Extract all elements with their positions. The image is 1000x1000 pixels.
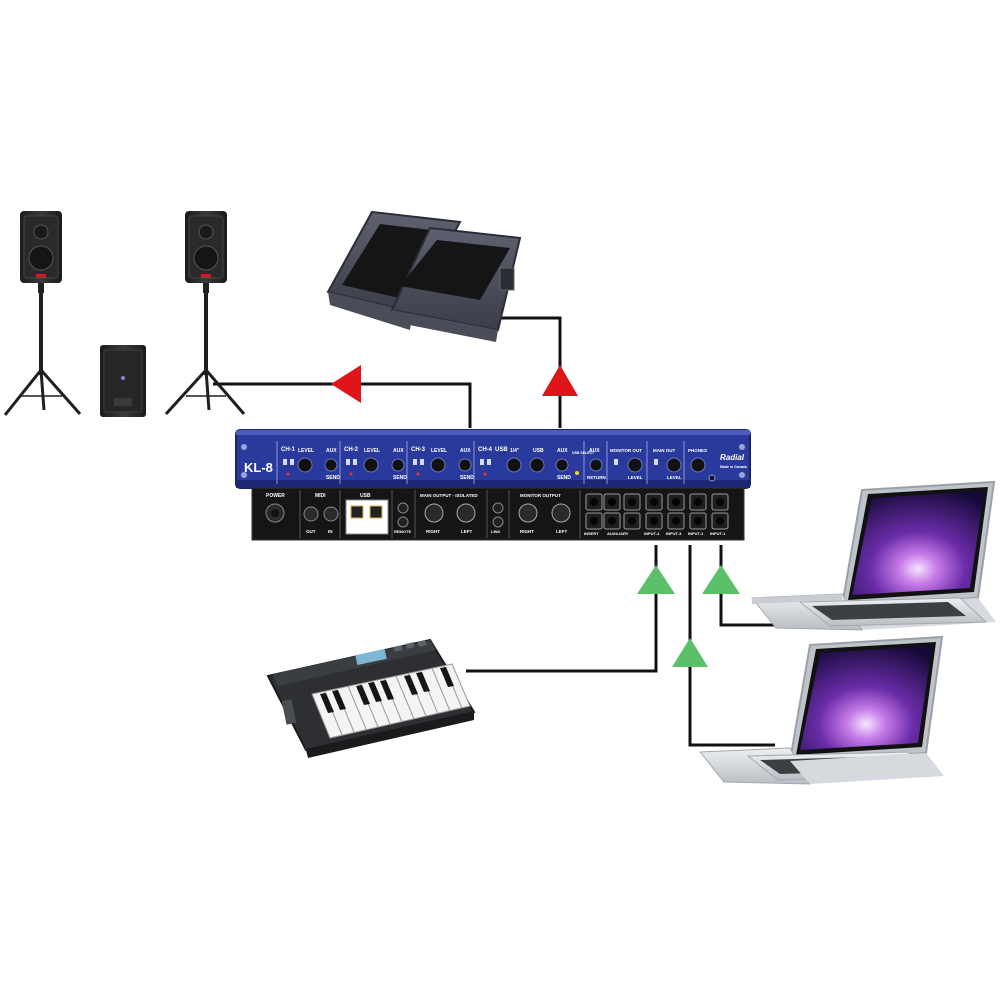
ch1-aux-label: AUX	[326, 448, 337, 454]
model-label: KL-8	[244, 460, 273, 475]
subwoofer	[100, 345, 146, 417]
front-knobs	[297, 457, 706, 473]
ch2-level-label: LEVEL	[364, 448, 380, 454]
laptop-bottom	[698, 635, 944, 785]
midi-in-port	[323, 506, 339, 522]
input-arrow-input1	[702, 565, 740, 594]
input-arrow-input2	[672, 638, 708, 667]
input4-label: INPUT-4	[644, 531, 660, 536]
usb-select-label: USB SELECT	[572, 451, 595, 455]
midi-out-label: OUT	[306, 529, 316, 534]
ch1-level-knob	[297, 457, 313, 473]
cable-laptop-to-input2	[688, 545, 775, 747]
ch4-aux-knob	[555, 458, 569, 472]
ch1-level-label: LEVEL	[298, 448, 314, 454]
main-out-label: MAIN OUT	[653, 448, 675, 453]
monitor-level-label: LEVEL	[628, 475, 643, 480]
brand-label: Radial	[720, 453, 745, 462]
midi-in-label: IN	[328, 529, 333, 534]
phones-knob	[690, 457, 706, 473]
remote-port	[397, 502, 409, 514]
aux-return-knob	[589, 458, 603, 472]
remote-label: REMOTE	[394, 529, 411, 534]
main-left-label: LEFT	[461, 529, 472, 534]
return-label: RETURN	[587, 475, 606, 480]
ch3-level-label: LEVEL	[431, 448, 447, 454]
main-right-label: RIGHT	[426, 529, 440, 534]
link-label: LINK	[491, 529, 500, 534]
link-port-1	[492, 502, 504, 514]
ch4-usb-level-label: USB	[533, 448, 544, 454]
ch1-send-label: SEND	[326, 475, 340, 481]
monitor-level-knob	[627, 457, 643, 473]
mon-right-label: RIGHT	[520, 529, 534, 534]
auxiliary-label: AUXILIARY	[607, 531, 629, 536]
ch3-aux-label: AUX	[460, 448, 471, 454]
mon-out-right-xlr	[518, 503, 538, 523]
brand-sub-label: Made in Canada	[720, 465, 747, 469]
ch4-usb-knob	[529, 457, 545, 473]
cable-monitor-out-to-wedges	[498, 316, 562, 428]
keyboard-keys	[311, 663, 471, 739]
ch2-label: CH-2	[344, 447, 359, 453]
laptop-top	[750, 480, 996, 631]
pa-speaker-left	[3, 211, 82, 416]
link-port-2	[492, 516, 504, 528]
input1-label: INPUT-1	[710, 531, 726, 536]
signal-arrows	[331, 365, 740, 667]
output-arrow-up	[542, 365, 578, 396]
ch2-aux-knob	[391, 458, 405, 472]
main-out-left-xlr	[456, 503, 476, 523]
ch3-label: CH-3	[411, 447, 426, 453]
monitor-out-label: MONITOR OUT	[610, 448, 642, 453]
usb-rear-label: USB	[360, 493, 371, 499]
pa-speaker-right	[164, 211, 246, 416]
input3-label: INPUT-3	[666, 531, 682, 536]
main-output-label: MAIN OUTPUT - ISOLATED	[420, 493, 478, 498]
ch2-aux-label: AUX	[393, 448, 404, 454]
mon-left-label: LEFT	[556, 529, 567, 534]
ch3-aux-knob	[458, 458, 472, 472]
output-arrow-left	[331, 365, 361, 403]
monitor-output-label: MONITOR OUTPUT	[520, 493, 561, 498]
phones-label: PHONES	[688, 448, 707, 453]
midi-keyboard	[266, 638, 476, 758]
cable-keyboard-to-input4	[466, 545, 658, 673]
input2-label: INPUT-2	[688, 531, 704, 536]
ch1-label: CH-1	[281, 447, 296, 453]
stage-wedge-monitors	[326, 210, 522, 342]
insert-label: INSERT	[584, 531, 599, 536]
midi-label: MIDI	[315, 493, 326, 499]
mixer-front-panel: KL-8 CH-1 CH-2 CH-3 CH-4 USB LEVEL LEVEL…	[235, 429, 751, 489]
ch3-send-label: SEND	[460, 475, 474, 481]
ch4-quarter-label: 1/4"	[510, 448, 520, 454]
aux-return-label: AUX	[589, 448, 600, 454]
ch3-level-knob	[430, 457, 446, 473]
usb-port-b	[369, 505, 383, 519]
ch2-send-label: SEND	[393, 475, 407, 481]
ch4-send-label: SEND	[557, 475, 571, 481]
ch4-aux-label: AUX	[557, 448, 568, 454]
main-out-right-xlr	[424, 503, 444, 523]
main-level-knob	[666, 457, 682, 473]
cable-main-out-to-pa	[213, 382, 472, 428]
main-level-label: LEVEL	[667, 475, 682, 480]
mixer-rear-panel: POWER MIDI OUT IN USB REMOTE MAIN OUTPUT…	[251, 487, 745, 541]
usb-port-a	[350, 505, 364, 519]
input-arrow-input4	[637, 565, 675, 594]
power-label: POWER	[266, 493, 285, 499]
ch4-quarter-knob	[506, 457, 522, 473]
ch1-aux-knob	[324, 458, 338, 472]
ch2-level-knob	[363, 457, 379, 473]
ch4-usb-label: USB	[495, 447, 508, 453]
mon-out-left-xlr	[551, 503, 571, 523]
midi-out-port	[303, 506, 319, 522]
ch4-label: CH-4	[478, 447, 493, 453]
